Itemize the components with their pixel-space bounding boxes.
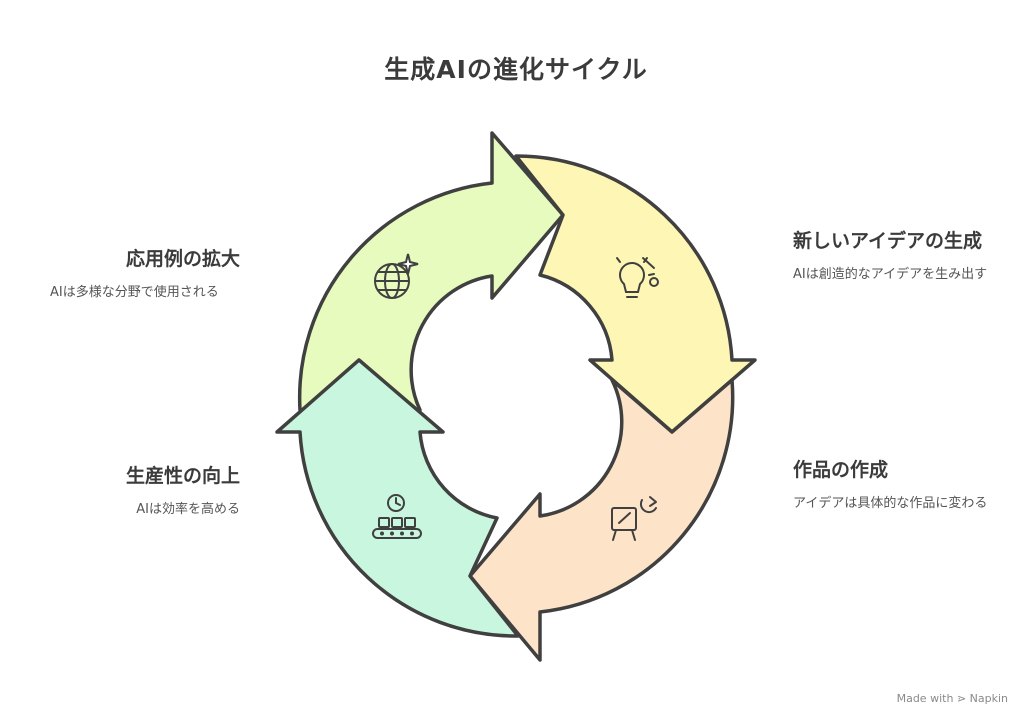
stage-productivity-label: 生産性の向上 AIは効率を高める xyxy=(60,463,240,518)
stage-productivity-title: 生産性の向上 xyxy=(125,465,240,487)
stage-expansion-label: 応用例の拡大 AIは多様な分野で使用される xyxy=(50,246,240,301)
segment-work xyxy=(468,378,735,662)
brand-name: Napkin xyxy=(969,692,1008,705)
stage-work-title: 作品の作成 xyxy=(793,459,889,481)
footer-attribution: Made with ⋗ Napkin xyxy=(897,692,1008,705)
segment-expansion xyxy=(297,131,565,412)
page-title: 生成AIの進化サイクル xyxy=(384,55,648,84)
stage-productivity-description: AIは効率を高める xyxy=(136,502,240,517)
stage-idea-title: 新しいアイデアの生成 xyxy=(793,230,983,252)
lightbulb-icon xyxy=(616,257,659,298)
stage-idea-description: AIは創造的なアイデアを生み出す xyxy=(793,267,988,282)
stage-idea-label: 新しいアイデアの生成 AIは創造的なアイデアを生み出す xyxy=(793,228,993,283)
made-with-text: Made with xyxy=(896,692,954,705)
stage-expansion-description: AIは多様な分野で使用される xyxy=(50,285,219,300)
segment-productivity xyxy=(275,358,520,638)
conveyor-clock-icon xyxy=(372,494,422,539)
easel-icon xyxy=(611,496,657,541)
stage-work-label: 作品の作成 アイデアは具体的な作品に変わる xyxy=(793,457,993,512)
segment-idea xyxy=(514,154,757,434)
napkin-logo-icon: ⋗ xyxy=(956,692,967,705)
globe-sparkle-icon xyxy=(374,253,419,299)
stage-expansion-title: 応用例の拡大 xyxy=(125,248,240,270)
stage-work-description: アイデアは具体的な作品に変わる xyxy=(793,496,988,511)
